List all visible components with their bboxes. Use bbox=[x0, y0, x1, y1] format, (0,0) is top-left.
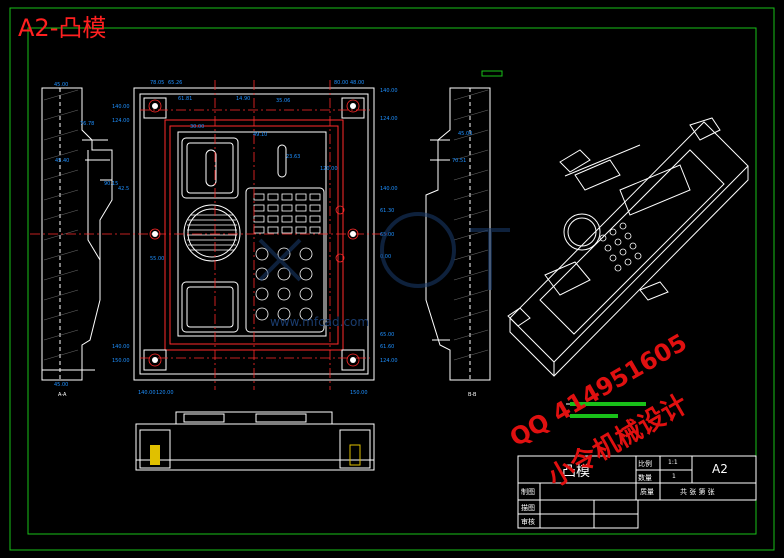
dim-main-19: 65.00 bbox=[380, 332, 394, 338]
title-block-sheet-code: A2 bbox=[712, 462, 728, 476]
sheet-title: A2-凸模 bbox=[18, 14, 107, 42]
dim-main-7: 61.81 bbox=[178, 96, 192, 102]
legend-bars bbox=[566, 402, 646, 418]
dim-main-4: 124.00 bbox=[380, 116, 398, 122]
outer-frame bbox=[9, 7, 775, 551]
dim-main-23: 150.00 bbox=[112, 358, 130, 364]
section-label-aa: A-A bbox=[58, 392, 67, 398]
isometric-view bbox=[507, 117, 749, 377]
bottom-side-view bbox=[135, 411, 375, 471]
dim-right-2: 70.51 bbox=[452, 158, 466, 164]
dim-main-22: 140.00 bbox=[112, 344, 130, 350]
title-block-check-label: 描图 bbox=[521, 504, 535, 512]
title-block bbox=[517, 455, 757, 529]
right-section-view bbox=[425, 87, 491, 381]
dim-main-16: 61.30 bbox=[380, 208, 394, 214]
dim-main-11: 48.00 bbox=[350, 80, 364, 86]
dim-left-bottom: 45.00 bbox=[54, 382, 68, 388]
dim-main-8: 14.90 bbox=[236, 96, 250, 102]
dim-left-4: 42.5 bbox=[118, 186, 129, 192]
leader-tag bbox=[481, 70, 503, 77]
dim-left-2: 45.40 bbox=[55, 158, 69, 164]
dim-main-14: 120.00 bbox=[320, 166, 338, 172]
title-block-part-name: 凸模 bbox=[562, 464, 590, 480]
dim-main-26: 150.00 bbox=[350, 390, 368, 396]
title-block-drawn-label: 制图 bbox=[521, 488, 535, 496]
dim-main-24: 140.00 bbox=[138, 390, 156, 396]
watermark-site: www.mfcad.com bbox=[270, 315, 369, 329]
dim-main-10: 80.00 bbox=[334, 80, 348, 86]
dim-left-3: 90.15 bbox=[104, 181, 118, 187]
dim-main-13: 23.63 bbox=[286, 154, 300, 160]
title-block-scale-value: 1:1 bbox=[668, 459, 678, 466]
title-block-review-label: 审核 bbox=[521, 518, 535, 526]
inner-frame bbox=[27, 27, 757, 535]
dim-main-5: 78.05 bbox=[150, 80, 164, 86]
dim-main-18: 0.00 bbox=[380, 254, 391, 260]
dim-main-2: 124.00 bbox=[112, 118, 130, 124]
title-block-qty-value: 1 bbox=[672, 473, 676, 480]
dim-left-1: 76.78 bbox=[80, 121, 94, 127]
dim-left-top: 45.00 bbox=[54, 82, 68, 88]
title-block-scale-label: 比例 bbox=[638, 460, 652, 468]
dim-main-28: 30.00 bbox=[190, 124, 204, 130]
title-block-qty-label: 数量 bbox=[638, 474, 652, 482]
dim-main-9: 35.06 bbox=[276, 98, 290, 104]
title-block-weight-label: 质量 bbox=[640, 488, 654, 496]
dim-main-25: 120.00 bbox=[156, 390, 174, 396]
dim-main-6: 65.26 bbox=[168, 80, 182, 86]
dim-main-20: 61.60 bbox=[380, 344, 394, 350]
dim-main-15: 140.00 bbox=[380, 186, 398, 192]
title-block-sheet-info: 共 张 第 张 bbox=[680, 488, 715, 496]
watermark-logo bbox=[258, 212, 510, 290]
section-label-bb: B-B bbox=[468, 392, 477, 398]
dim-main-12: 49.10 bbox=[253, 132, 267, 138]
small-key-grid bbox=[253, 193, 321, 234]
left-section-view bbox=[41, 87, 113, 381]
dim-main-27: 55.00 bbox=[150, 256, 164, 262]
dim-main-3: 140.00 bbox=[380, 88, 398, 94]
dim-main-1: 140.00 bbox=[112, 104, 130, 110]
dim-main-21: 124.00 bbox=[380, 358, 398, 364]
dim-right-1: 45.00 bbox=[458, 131, 472, 137]
